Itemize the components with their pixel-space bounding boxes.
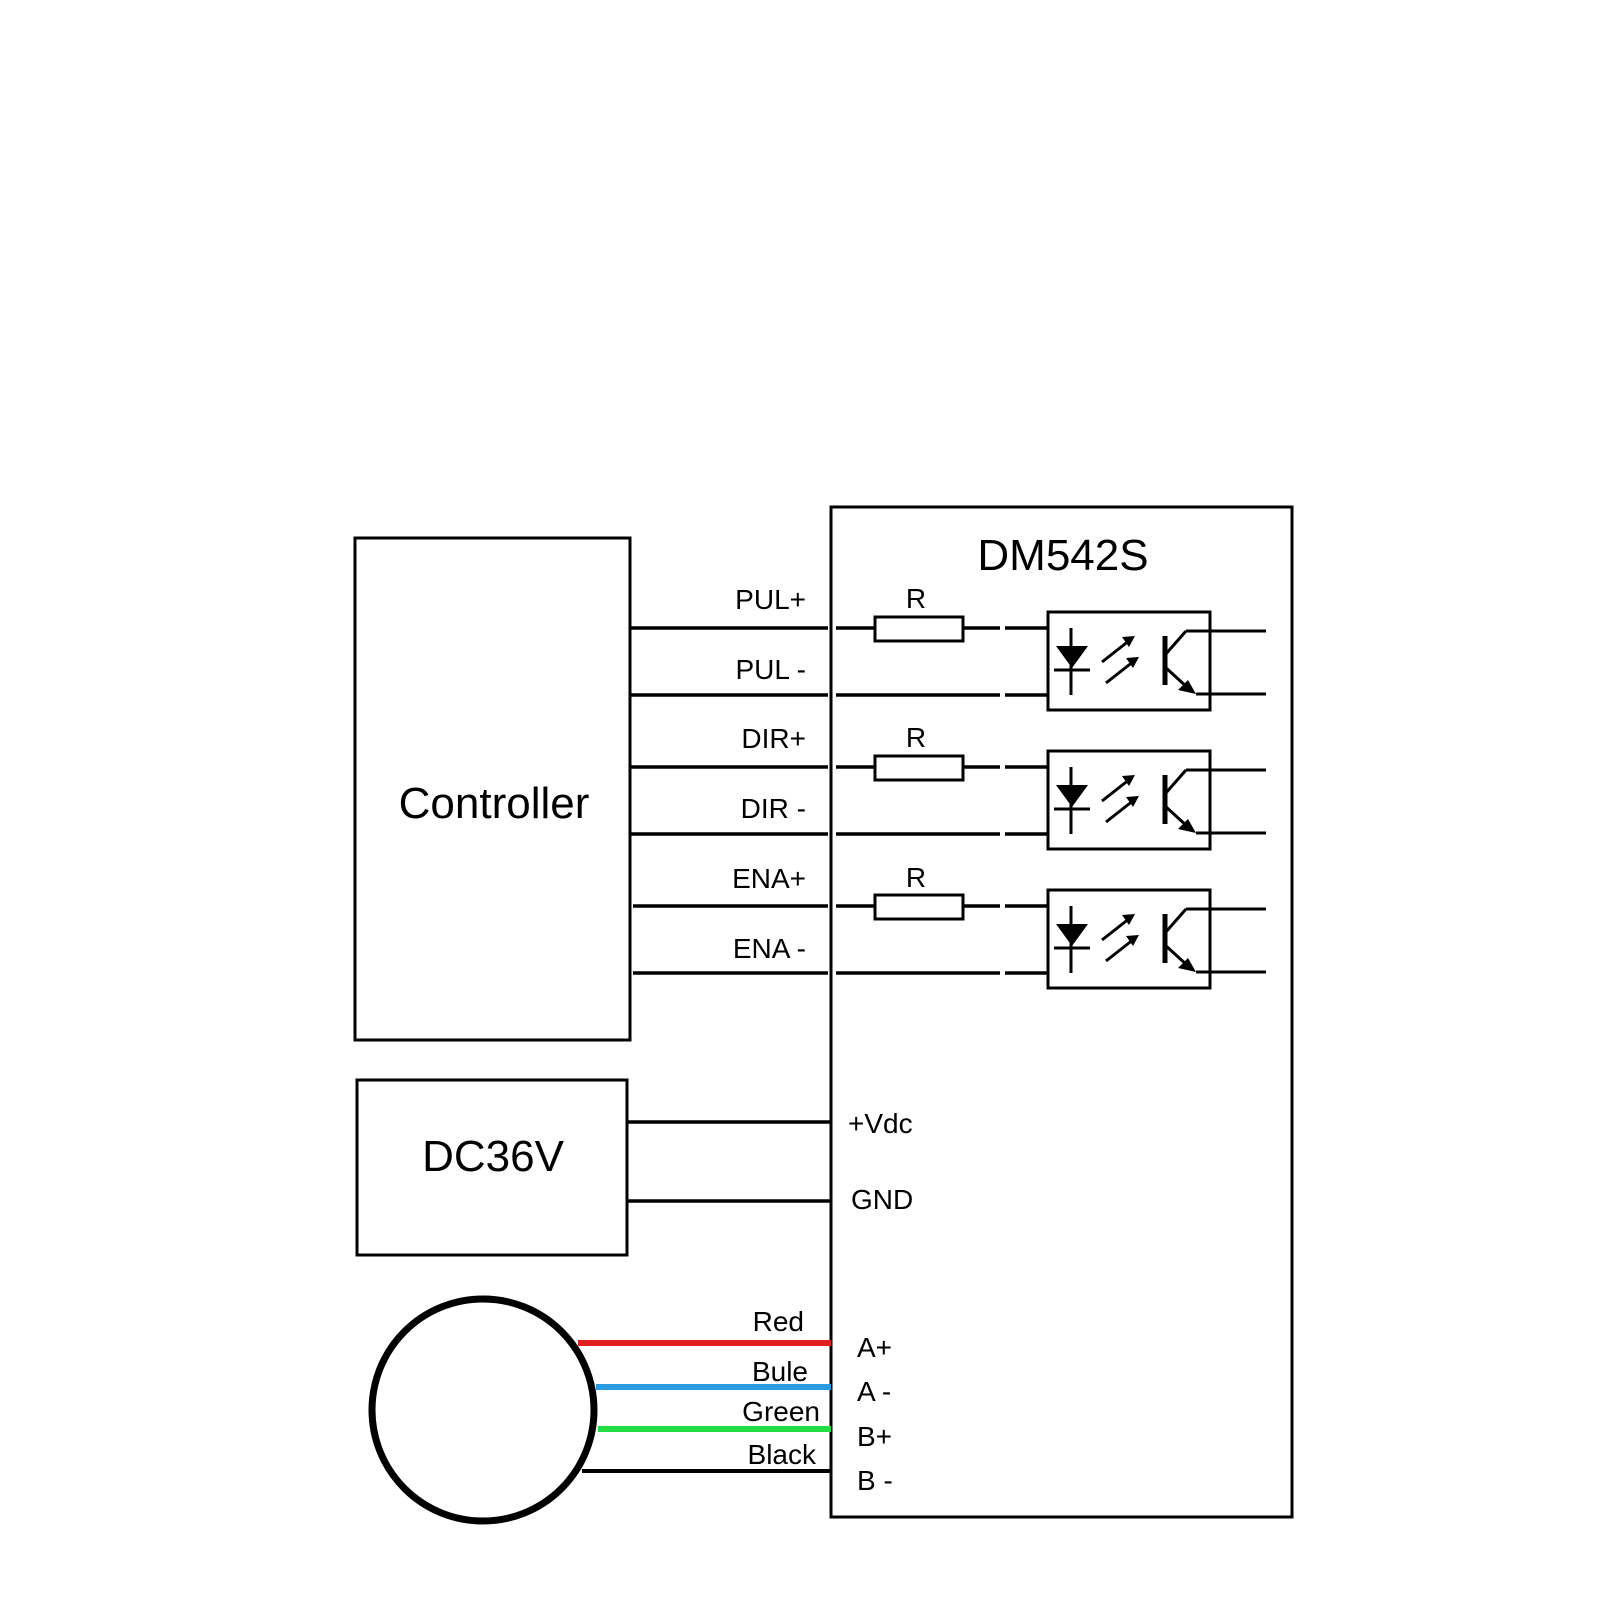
pul-resistor-label: R	[906, 583, 926, 614]
ena-plus-label: ENA+	[732, 863, 806, 894]
dir-minus-label: DIR -	[741, 793, 806, 824]
dir-plus-label: DIR+	[741, 723, 806, 754]
b-plus-terminal-label: B+	[857, 1421, 892, 1452]
vdc-terminal-label: +Vdc	[848, 1108, 913, 1139]
controller-box	[353, 536, 632, 1042]
driver-label: DM542S	[977, 531, 1148, 580]
ena-optocoupler	[1046, 888, 1266, 990]
signal-channel-ena: ENA+ ENA - R	[633, 862, 1266, 990]
ena-resistor	[873, 893, 965, 921]
dir-resistor	[873, 754, 965, 782]
red-wire-label: Red	[753, 1306, 804, 1337]
pul-plus-label: PUL+	[735, 584, 806, 615]
pul-minus-label: PUL -	[735, 654, 806, 685]
pul-optocoupler	[1046, 610, 1266, 712]
signal-channel-dir: DIR+ DIR - R	[630, 722, 1266, 851]
controller-label: Controller	[399, 779, 590, 828]
ena-resistor-label: R	[906, 862, 926, 893]
signal-channel-pul: PUL+ PUL - R	[630, 583, 1266, 712]
green-wire-label: Green	[742, 1396, 820, 1427]
stepper-motor	[368, 1295, 598, 1525]
ena-minus-label: ENA -	[733, 933, 806, 964]
blue-wire-label: Bule	[752, 1356, 808, 1387]
gnd-terminal-label: GND	[851, 1184, 913, 1215]
black-wire-label: Black	[748, 1439, 817, 1470]
driver-box	[829, 505, 1294, 1519]
pul-resistor	[873, 615, 965, 643]
a-plus-terminal-label: A+	[857, 1332, 892, 1363]
dir-optocoupler	[1046, 749, 1266, 851]
a-minus-terminal-label: A -	[857, 1376, 891, 1407]
power-supply-label: DC36V	[422, 1132, 564, 1181]
power-supply-box	[355, 1078, 629, 1257]
b-minus-terminal-label: B -	[857, 1465, 893, 1496]
dir-resistor-label: R	[906, 722, 926, 753]
